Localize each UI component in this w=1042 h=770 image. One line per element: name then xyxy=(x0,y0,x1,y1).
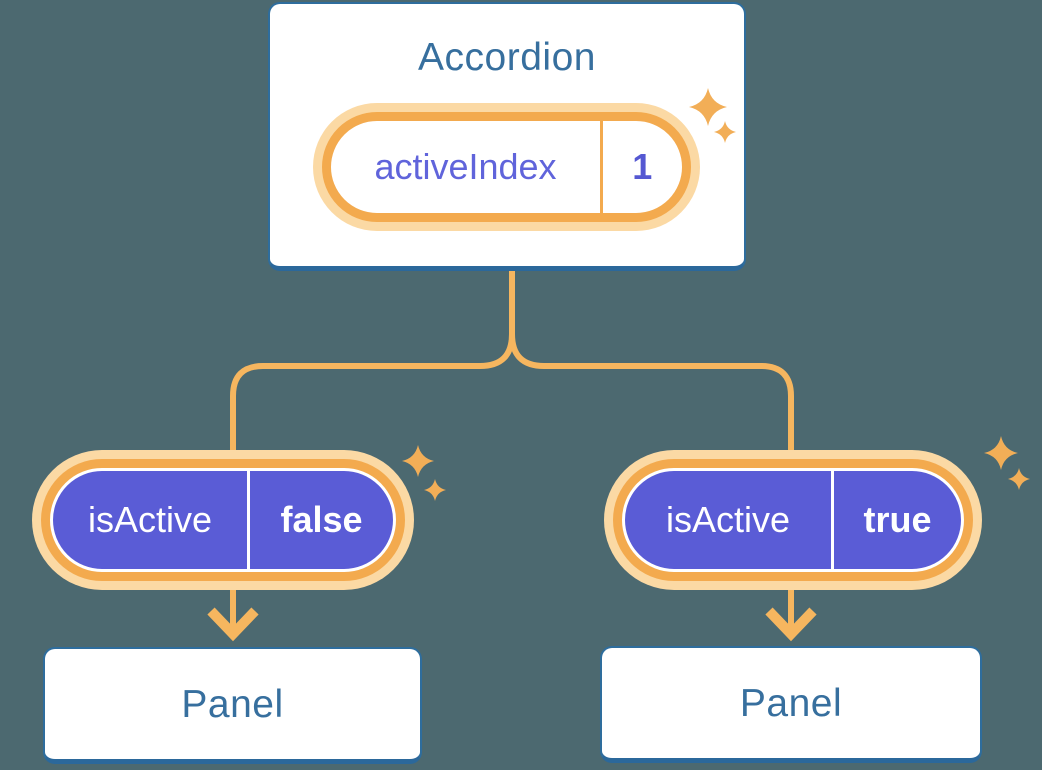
prop-pill-label: isActive xyxy=(87,499,213,540)
state-pill-divider xyxy=(600,121,603,213)
prop-pill-isactive-false: isActive false xyxy=(50,468,396,572)
prop-pill-isactive-true: isActive true xyxy=(622,468,964,572)
state-pill-label: activeIndex xyxy=(374,146,557,187)
accordion-title: Accordion xyxy=(418,36,596,79)
state-pill-value: 1 xyxy=(632,146,653,187)
sparkle-icon xyxy=(1008,468,1030,490)
panel-title-left: Panel xyxy=(181,682,284,726)
panel-card-left: Panel xyxy=(43,647,422,764)
prop-pill-label: isActive xyxy=(665,499,791,540)
arrowhead-right-icon xyxy=(765,607,817,642)
sparkle-icon xyxy=(424,479,446,501)
panel-title-right: Panel xyxy=(739,681,843,725)
connector-left-branch xyxy=(230,269,515,633)
arrowhead-left-icon xyxy=(207,607,259,642)
state-pill: activeIndex 1 xyxy=(322,112,691,222)
prop-pill-divider xyxy=(831,471,834,569)
prop-pill-value: true xyxy=(863,499,932,540)
connector-right-branch xyxy=(509,269,794,633)
sparkle-icon xyxy=(402,445,434,477)
sparkle-icon xyxy=(984,436,1018,470)
prop-pill-value: false xyxy=(280,499,363,540)
panel-card-right: Panel xyxy=(600,646,982,763)
